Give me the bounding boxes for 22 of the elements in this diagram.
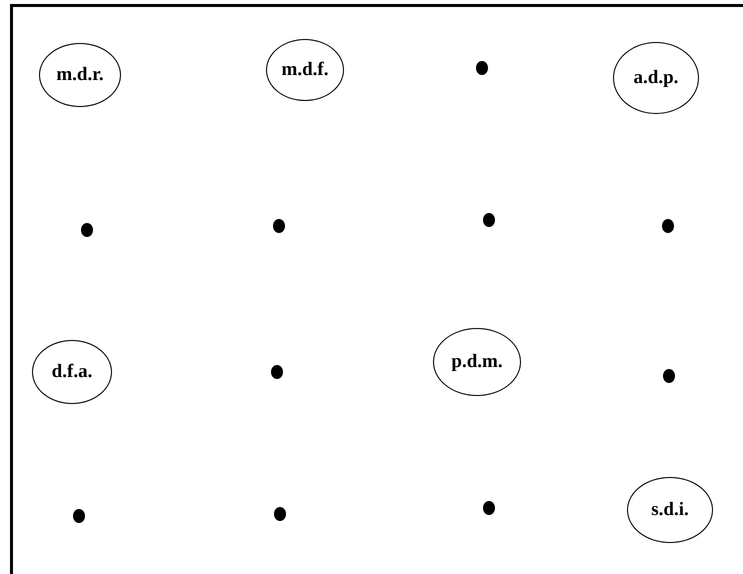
node-label: p.d.m. — [451, 351, 503, 373]
dot — [273, 219, 285, 233]
ellipse-node — [433, 328, 521, 396]
dot — [663, 369, 675, 383]
dot — [662, 219, 674, 233]
dot — [476, 61, 488, 75]
node-label: m.d.r. — [56, 64, 104, 86]
ellipse-node — [32, 340, 112, 404]
ellipse-node — [266, 39, 344, 101]
node-label: a.d.p. — [634, 67, 678, 89]
ellipse-node — [627, 477, 713, 543]
dot — [274, 507, 286, 521]
dot — [271, 365, 283, 379]
dot — [483, 213, 495, 227]
node-label: m.d.f. — [282, 59, 328, 81]
ellipse-node — [613, 42, 699, 114]
dot — [483, 501, 495, 515]
node-label: d.f.a. — [52, 361, 92, 383]
dot — [81, 223, 93, 237]
dot — [73, 509, 85, 523]
node-label: s.d.i. — [651, 499, 689, 521]
ellipse-node — [39, 43, 121, 107]
